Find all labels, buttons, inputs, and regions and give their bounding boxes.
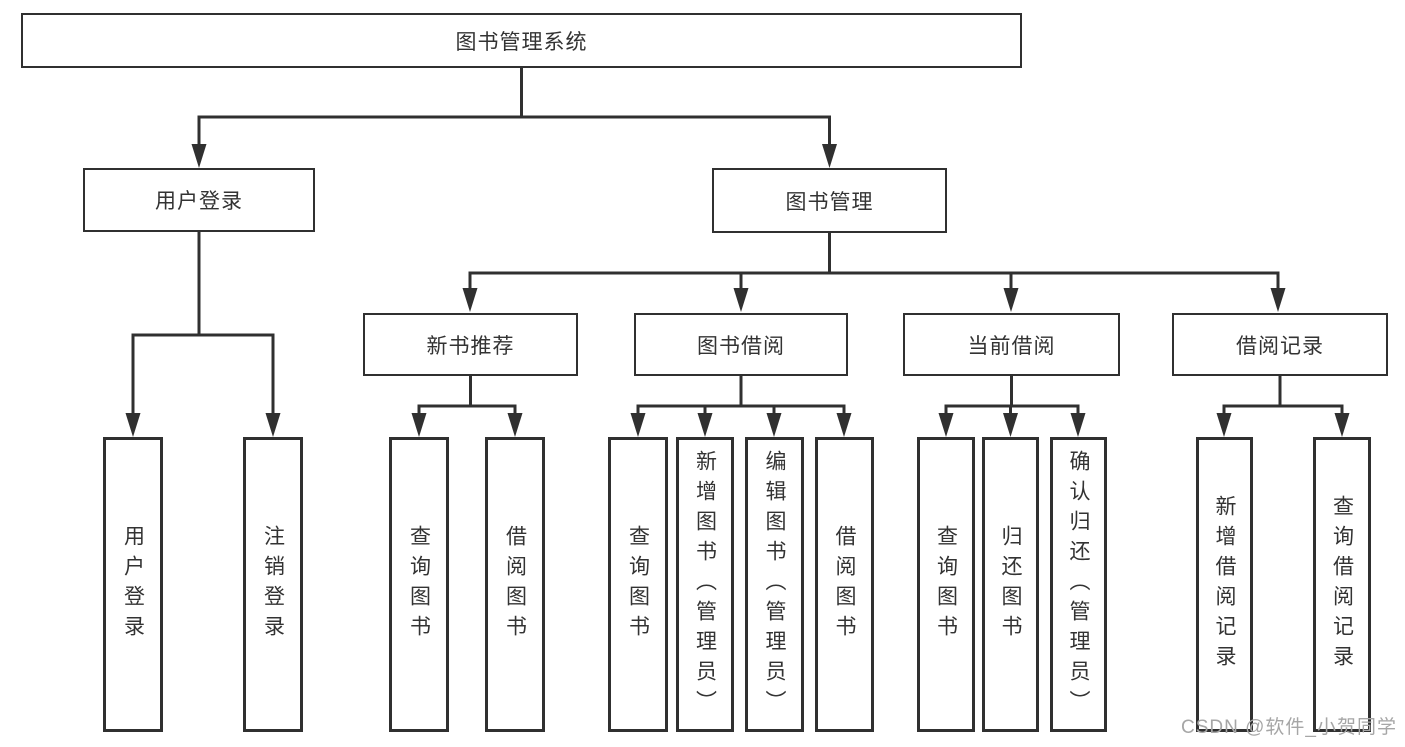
leaf-label: 查询图书 <box>407 524 431 645</box>
leaf-borrow-edit-books-admin: 编辑图书（管理员） <box>745 437 804 732</box>
leaf-recommend-query-books: 查询图书 <box>389 437 449 732</box>
connector-user-login-to-leaves <box>125 230 281 437</box>
node-new-book-recommend: 新书推荐 <box>363 313 578 376</box>
arrowhead <box>836 413 852 437</box>
leaf-label: 查询借阅记录 <box>1330 494 1354 675</box>
arrowhead <box>125 413 141 437</box>
leaf-recommend-borrow-books: 借阅图书 <box>485 437 545 732</box>
node-label: 图书管理系统 <box>455 30 588 54</box>
leaf-label: 借阅图书 <box>503 524 527 645</box>
leaf-label: 查询图书 <box>934 524 958 645</box>
connector-records-to-leaves <box>1216 374 1350 437</box>
arrowhead <box>411 413 427 437</box>
node-label: 新书推荐 <box>426 334 515 358</box>
leaf-label: 新增图书（管理员） <box>693 449 717 720</box>
arrowhead <box>191 144 207 168</box>
leaf-label: 归还图书 <box>999 524 1022 645</box>
node-label: 图书管理 <box>785 190 874 214</box>
node-label: 借阅记录 <box>1236 334 1324 358</box>
leaf-records-query-record: 查询借阅记录 <box>1313 437 1371 732</box>
arrowhead <box>938 413 954 437</box>
leaf-label: 用户登录 <box>121 524 145 645</box>
node-current-borrow: 当前借阅 <box>903 313 1120 376</box>
connector-root-to-level1 <box>191 66 837 168</box>
node-label: 当前借阅 <box>967 334 1056 358</box>
leaf-borrow-query-books: 查询图书 <box>608 437 668 732</box>
connector-borrow-to-leaves <box>630 374 852 437</box>
leaf-label: 查询图书 <box>626 524 650 645</box>
leaf-current-confirm-return-admin: 确认归还（管理员） <box>1050 437 1107 732</box>
leaf-current-query-books: 查询图书 <box>917 437 975 732</box>
leaf-current-return-books: 归还图书 <box>982 437 1039 732</box>
leaf-logout: 注销登录 <box>243 437 303 732</box>
arrowhead <box>1270 288 1286 312</box>
arrowhead <box>1334 413 1350 437</box>
leaf-borrow-add-books-admin: 新增图书（管理员） <box>676 437 734 732</box>
arrowhead <box>1070 413 1086 437</box>
arrowhead <box>462 288 478 312</box>
arrowhead <box>1216 413 1232 437</box>
leaf-records-add-record: 新增借阅记录 <box>1196 437 1253 732</box>
node-book-borrow: 图书借阅 <box>634 313 848 376</box>
connector-book-management-to-level2 <box>462 231 1286 312</box>
arrowhead <box>697 413 713 437</box>
arrowhead <box>507 413 523 437</box>
node-label: 用户登录 <box>155 190 243 213</box>
node-book-management: 图书管理 <box>712 168 947 233</box>
leaf-label: 确认归还（管理员） <box>1067 449 1090 720</box>
arrowhead <box>630 413 646 437</box>
leaf-label: 新增借阅记录 <box>1213 494 1236 675</box>
arrowhead <box>265 413 281 437</box>
node-user-login: 用户登录 <box>83 168 315 232</box>
arrowhead <box>1003 413 1018 437</box>
node-library-system: 图书管理系统 <box>21 13 1022 68</box>
arrowhead <box>766 413 782 437</box>
leaf-label: 注销登录 <box>261 524 285 645</box>
arrowhead <box>733 288 749 312</box>
leaf-borrow-borrow-books: 借阅图书 <box>815 437 874 732</box>
leaf-label: 借阅图书 <box>833 524 856 645</box>
leaf-user-login: 用户登录 <box>103 437 163 732</box>
leaf-label: 编辑图书（管理员） <box>763 449 786 720</box>
node-label: 图书借阅 <box>697 334 785 358</box>
connector-recommend-to-leaves <box>411 374 523 437</box>
arrowhead <box>1003 288 1019 312</box>
csdn-watermark: CSDN @软件_小贺同学 <box>1181 717 1397 738</box>
node-borrow-records: 借阅记录 <box>1172 313 1388 376</box>
connector-current-to-leaves <box>938 374 1086 437</box>
arrowhead <box>822 144 837 168</box>
